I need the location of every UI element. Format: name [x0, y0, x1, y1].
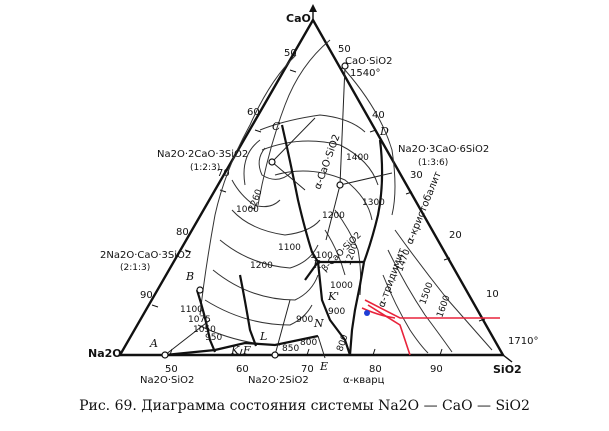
compound-points — [161, 62, 349, 359]
iso-950: 950 — [205, 333, 222, 343]
point-c: C — [272, 120, 281, 133]
cao-arrow-head — [309, 4, 317, 12]
boundary-curves — [164, 124, 384, 357]
bottom-tick-90: 90 — [430, 364, 443, 375]
vertex-na2o: Na2O — [88, 347, 122, 360]
iso-1075: 1075 — [188, 315, 211, 325]
iso-800: 800 — [300, 338, 317, 348]
iso-1000-upper: 1000 — [236, 205, 259, 215]
label-n2c1s3: 2Na2O·CaO·3SiO2 — [100, 250, 191, 261]
label-n1c3s6-ratio: (1:3:6) — [418, 158, 448, 168]
label-n1c3s6: Na2O·3CaO·6SiO2 — [398, 144, 489, 155]
left-tick-90: 90 — [140, 290, 153, 301]
bottom-tick-50: 50 — [165, 364, 178, 375]
label-n2c3s: Na2O·2CaO·3SiO2 — [157, 149, 248, 160]
point-d: D — [379, 125, 389, 138]
right-tick-30: 30 — [410, 170, 423, 181]
bottom-tick-70: 70 — [301, 364, 314, 375]
right-tick-10: 10 — [486, 289, 499, 300]
iso-1260: 1260 — [247, 188, 264, 213]
vertex-sio2: SiO2 — [493, 363, 522, 376]
left-tick-70: 70 — [217, 168, 230, 179]
label-ns: Na2O·SiO2 — [140, 375, 194, 386]
bottom-tick-80: 80 — [369, 364, 382, 375]
point-r: R — [312, 258, 321, 271]
iso-1200-left: 1200 — [250, 261, 273, 271]
iso-1300: 1300 — [362, 198, 385, 208]
iso-1200-upper: 1200 — [322, 211, 345, 221]
iso-1100-left: 1100 — [278, 243, 301, 253]
iso-1500: 1500 — [418, 281, 435, 306]
point-f: F — [242, 344, 251, 357]
label-cs-temp: 1540° — [350, 68, 380, 79]
iso-1050: 1050 — [193, 325, 216, 335]
iso-850: 850 — [282, 344, 299, 354]
point-k: K — [230, 344, 240, 357]
phase-quartz: α-кварц — [343, 375, 385, 386]
iso-900: 900 — [296, 315, 313, 325]
point-n: N — [313, 317, 324, 330]
right-tick-40: 40 — [372, 110, 385, 121]
iso-1400: 1400 — [346, 153, 369, 163]
left-tick-60: 60 — [247, 107, 260, 118]
label-n2c3s-ratio: (1:2:3) — [190, 163, 220, 173]
point-kprime: K' — [327, 290, 339, 303]
iso-1100-r: 1100 — [310, 251, 333, 261]
bottom-tick-60: 60 — [236, 364, 249, 375]
triangle-frame — [117, 17, 506, 357]
join-lines — [164, 65, 393, 359]
iso-1100-b: 1100 — [180, 305, 203, 315]
point-a: A — [149, 337, 158, 350]
phase-cristobalite: α-кристобалит — [405, 170, 444, 246]
figure-caption: Рис. 69. Диаграмма состояния системы Na2… — [79, 398, 530, 414]
sio2-arrow-line — [502, 354, 513, 363]
blue-dot — [364, 310, 370, 316]
label-ns2: Na2O·2SiO2 — [248, 375, 309, 386]
iso-900-r: 900 — [328, 307, 345, 317]
iso-1600: 1600 — [435, 294, 452, 319]
right-tick-20: 20 — [449, 230, 462, 241]
point-l: L — [259, 330, 267, 343]
vertex-cao: CaO — [286, 12, 311, 25]
left-tick-50: 50 — [284, 48, 297, 59]
red-lines — [361, 299, 500, 356]
point-e: E — [319, 360, 328, 373]
label-n2c1s3-ratio: (2:1:3) — [120, 263, 150, 273]
left-tick-80: 80 — [176, 227, 189, 238]
label-cs: CaO·SiO2 — [345, 56, 393, 67]
right-tick-50: 50 — [338, 44, 351, 55]
point-b: B — [185, 270, 194, 283]
label-sio2-temp: 1710° — [508, 336, 538, 347]
iso-1000-r: 1000 — [330, 281, 353, 291]
